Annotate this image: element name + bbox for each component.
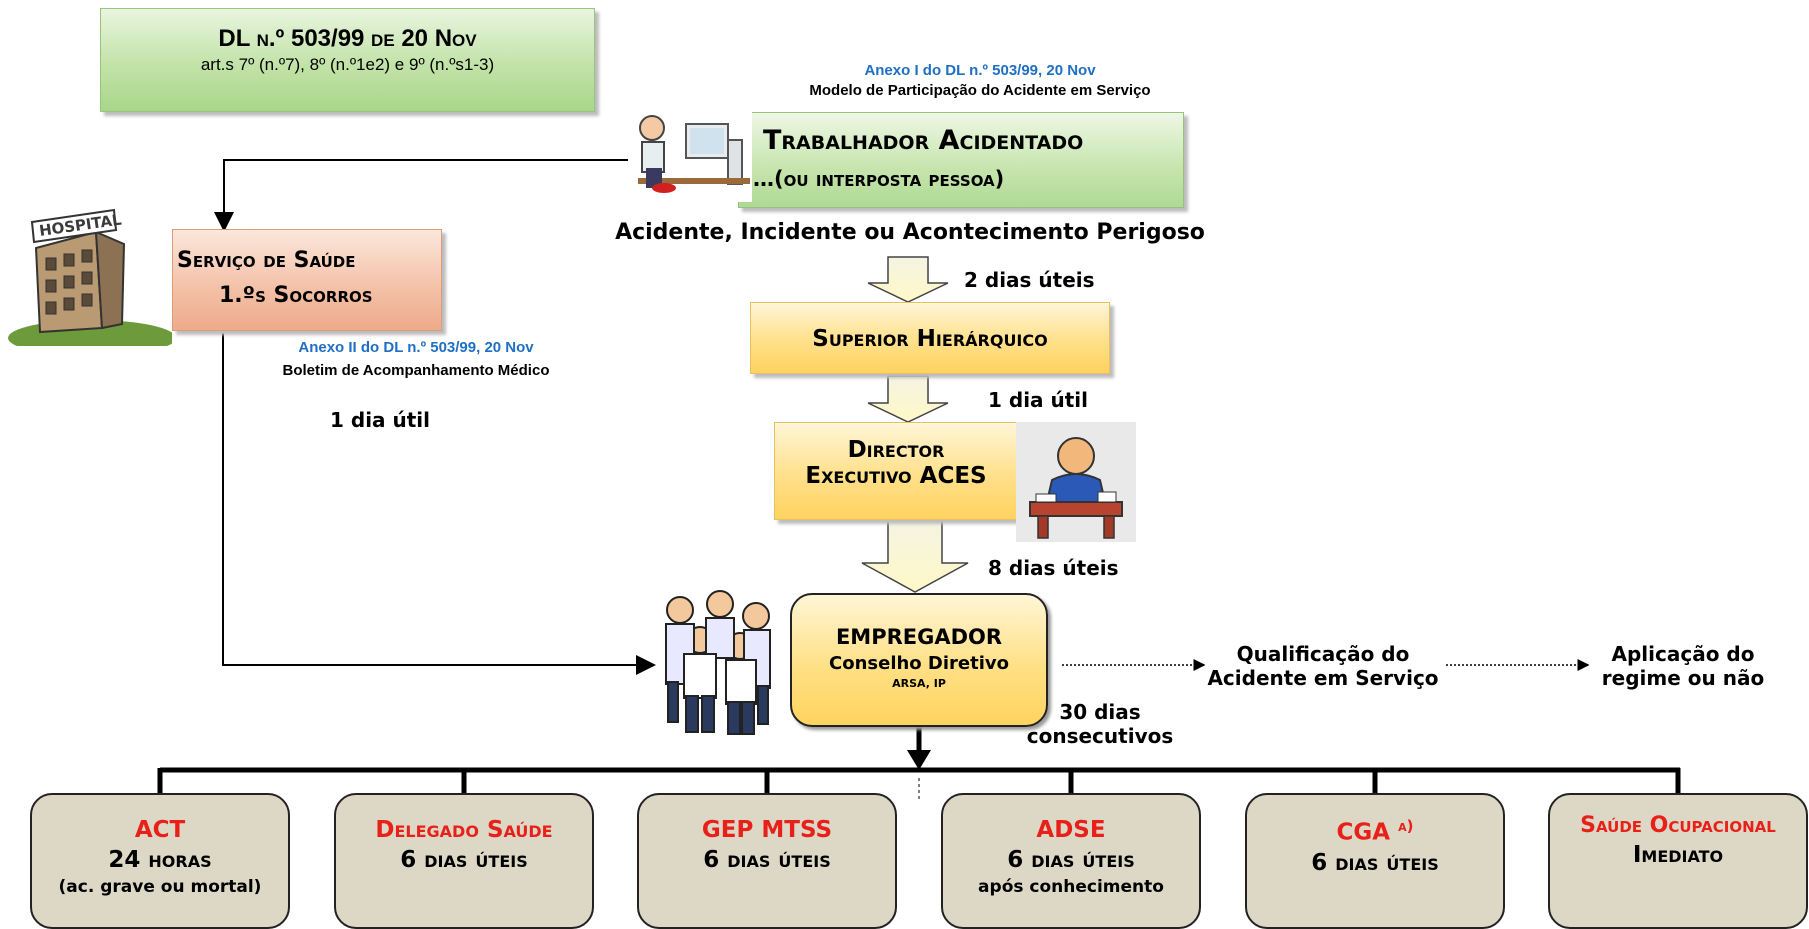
employer-deadline-line2: consecutivos (1026, 724, 1174, 748)
recipient-deadline: Imediato (1632, 842, 1724, 868)
worker-to-health-line (214, 159, 632, 232)
worker-at-computer-icon (628, 106, 752, 202)
health-service-line2: 1.ºs Socorros (219, 283, 373, 308)
employer-box: EMPREGADOR Conselho Diretivo ARSA, IP (790, 593, 1048, 727)
recipient-deadline: 6 dias úteis (1007, 847, 1135, 873)
deadline-to-superior: 2 dias úteis (964, 268, 1095, 292)
arrow-to-superior (867, 256, 949, 303)
recipient-box-gep-mtss: GEP MTSS 6 dias úteis (637, 793, 897, 929)
recipient-box-cga: CGA a) 6 dias úteis (1245, 793, 1505, 929)
recipient-box-delegado-saude: Delegado Saúde 6 dias úteis (334, 793, 594, 929)
qualification-line2: Acidente em Serviço (1207, 666, 1439, 690)
distribution-bar (157, 767, 1681, 793)
director-line1: Director (847, 437, 945, 463)
employees-group-icon (665, 590, 771, 735)
health-service-line1: Serviço de Saúde (177, 248, 356, 273)
director-box: Director Executivo ACES (774, 422, 1018, 520)
employer-subtitle: Conselho Diretivo (829, 653, 1009, 674)
application-line2: regime ou não (1601, 666, 1765, 690)
recipient-note: após conhecimento (978, 877, 1164, 897)
recipient-title: Delegado Saúde (375, 817, 553, 843)
recipient-title: ACT (134, 817, 186, 843)
health-deadline-label: 1 dia útil (330, 408, 431, 432)
recipient-title: CGA (1336, 819, 1391, 846)
anexo1-title: Anexo I do DL n.º 503/99, 20 Nov (864, 62, 1096, 79)
health-service-box: Serviço de Saúde 1.ºs Socorros (172, 229, 442, 331)
employer-deadline: 30 dias consecutivos (1010, 700, 1190, 748)
recipient-box-adse: ADSE 6 dias úteis após conhecimento (941, 793, 1201, 929)
director-line2: Executivo ACES (805, 463, 987, 489)
injured-worker-box: Trabalhador Acidentado …(ou interposta p… (738, 112, 1184, 208)
recipient-deadline: 6 dias úteis (703, 847, 831, 873)
recipient-deadline: 6 dias úteis (400, 847, 528, 873)
recipient-box-saude-ocupacional: Saúde Ocupacional Imediato (1548, 793, 1808, 929)
legal-title: DL n.º 503/99 de 20 Nov (218, 25, 477, 52)
deadline-to-employer: 8 dias úteis (988, 556, 1119, 580)
employer-title: EMPREGADOR (835, 625, 1003, 649)
arrow-to-employer (861, 519, 969, 593)
anexo1-subtitle: Modelo de Participação do Acidente em Se… (809, 82, 1151, 99)
worker-title: Trabalhador Acidentado (763, 125, 1084, 156)
legal-reference-box: DL n.º 503/99 de 20 Nov art.s 7º (n.º7),… (100, 8, 595, 112)
recipient-deadline: 6 dias úteis (1311, 849, 1439, 876)
recipient-note: (ac. grave ou mortal) (58, 877, 262, 897)
superior-hierarchical-box: Superior Hierárquico (750, 302, 1110, 374)
employer-org: ARSA, IP (892, 677, 946, 690)
worker-subtitle: …(ou interposta pessoa) (753, 167, 1005, 191)
director-at-desk-icon (1016, 422, 1136, 542)
anexo2-subtitle: Boletim de Acompanhamento Médico (282, 362, 550, 379)
event-label: Acidente, Incidente ou Acontecimento Per… (615, 220, 1205, 245)
recipient-box-act: ACT 24 horas (ac. grave ou mortal) (30, 793, 290, 929)
legal-subtitle: art.s 7º (n.º7), 8º (n.º1e2) e 9º (n.ºs1… (200, 55, 495, 74)
recipient-deadline: 24 horas (108, 847, 212, 873)
hospital-icon: HOSPITAL (8, 208, 172, 346)
recipient-title: GEP MTSS (701, 817, 833, 843)
qualification-line1: Qualificação do (1236, 642, 1410, 666)
application-label: Aplicação do regime ou não (1588, 642, 1778, 690)
application-line1: Aplicação do (1611, 642, 1755, 666)
anexo2-title: Anexo II do DL n.º 503/99, 20 Nov (298, 339, 534, 356)
employer-down-arrow (907, 727, 931, 800)
superior-label: Superior Hierárquico (812, 326, 1048, 352)
recipient-title-footnote: a) (1398, 817, 1414, 835)
deadline-to-director: 1 dia útil (988, 388, 1089, 412)
recipient-title: Saúde Ocupacional (1580, 813, 1776, 838)
recipient-title: ADSE (1036, 817, 1106, 843)
qualification-label: Qualificação do Acidente em Serviço (1198, 642, 1448, 690)
employer-deadline-line1: 30 dias (1059, 700, 1141, 724)
health-to-employer-line (222, 333, 656, 675)
recipient-title-wrap: CGA a) (1247, 817, 1503, 846)
arrow-to-director (867, 375, 949, 423)
